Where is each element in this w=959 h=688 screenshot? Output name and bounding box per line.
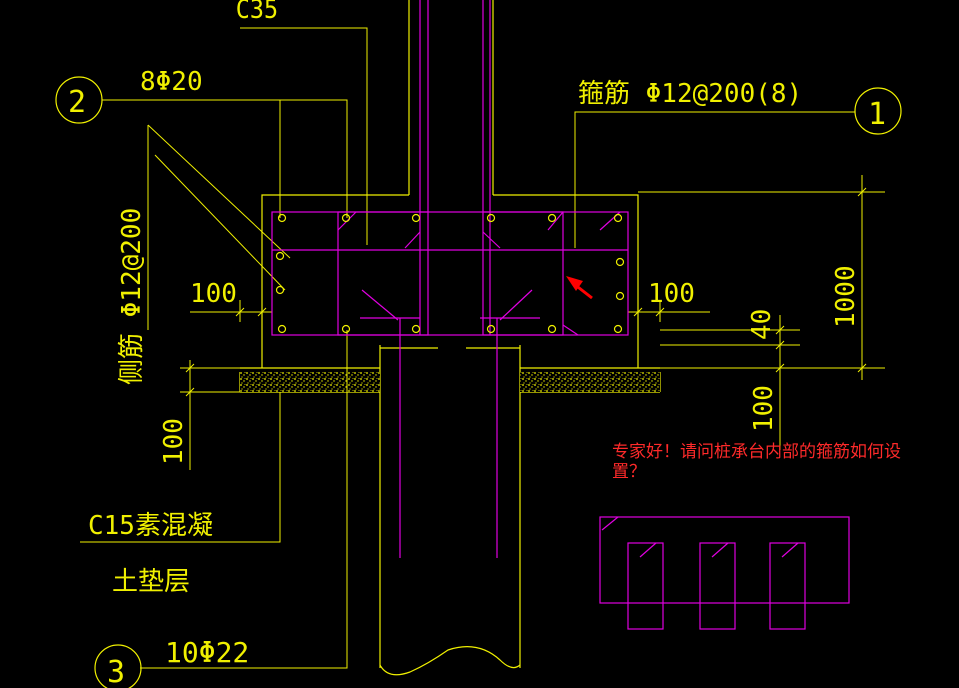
- stirrup-detail-sketch: [599, 516, 850, 630]
- cushion-layer-right: [520, 372, 660, 392]
- cushion-label-line1: C15素混凝: [88, 511, 213, 541]
- axis-bubble-1: [854, 87, 902, 135]
- axis-bubbles: [55, 76, 902, 688]
- bottom-bar-label: 10Φ22: [165, 636, 249, 669]
- axis-number-2: 2: [68, 85, 86, 120]
- side-bar-label: 侧筋 Φ12@200: [117, 208, 147, 385]
- axis-number-3: 3: [107, 655, 125, 688]
- question-text-line2: 置？: [612, 462, 646, 482]
- question-text-line1: 专家好！请问桩承台内部的箍筋如何设: [612, 442, 901, 462]
- dim-100-right: 100: [648, 279, 695, 309]
- top-bar-label: 8Φ20: [140, 67, 203, 97]
- dimension-lines: [180, 175, 885, 470]
- rebar-dots: [275, 213, 625, 334]
- axis-number-1: 1: [868, 97, 886, 132]
- axis-bubble-3: [94, 644, 142, 688]
- dim-100-left: 100: [190, 279, 237, 309]
- dim-100-bottom-right: 100: [749, 385, 779, 432]
- structure-outline: [239, 0, 661, 676]
- dim-40: 40: [747, 309, 777, 340]
- dim-1000: 1000: [831, 265, 861, 328]
- axis-bubble-2: [55, 76, 103, 124]
- concrete-grade-label: C35: [236, 0, 278, 24]
- dim-100-bottom-left: 100: [159, 418, 189, 465]
- rebar-cage: [271, 0, 629, 558]
- red-arrow-icon: [566, 276, 593, 300]
- cushion-layer-left: [240, 372, 380, 392]
- cushion-label-line2: 土垫层: [112, 567, 190, 597]
- leader-lines: [80, 27, 855, 669]
- stirrup-label: 箍筋 Φ12@200(8): [578, 79, 802, 109]
